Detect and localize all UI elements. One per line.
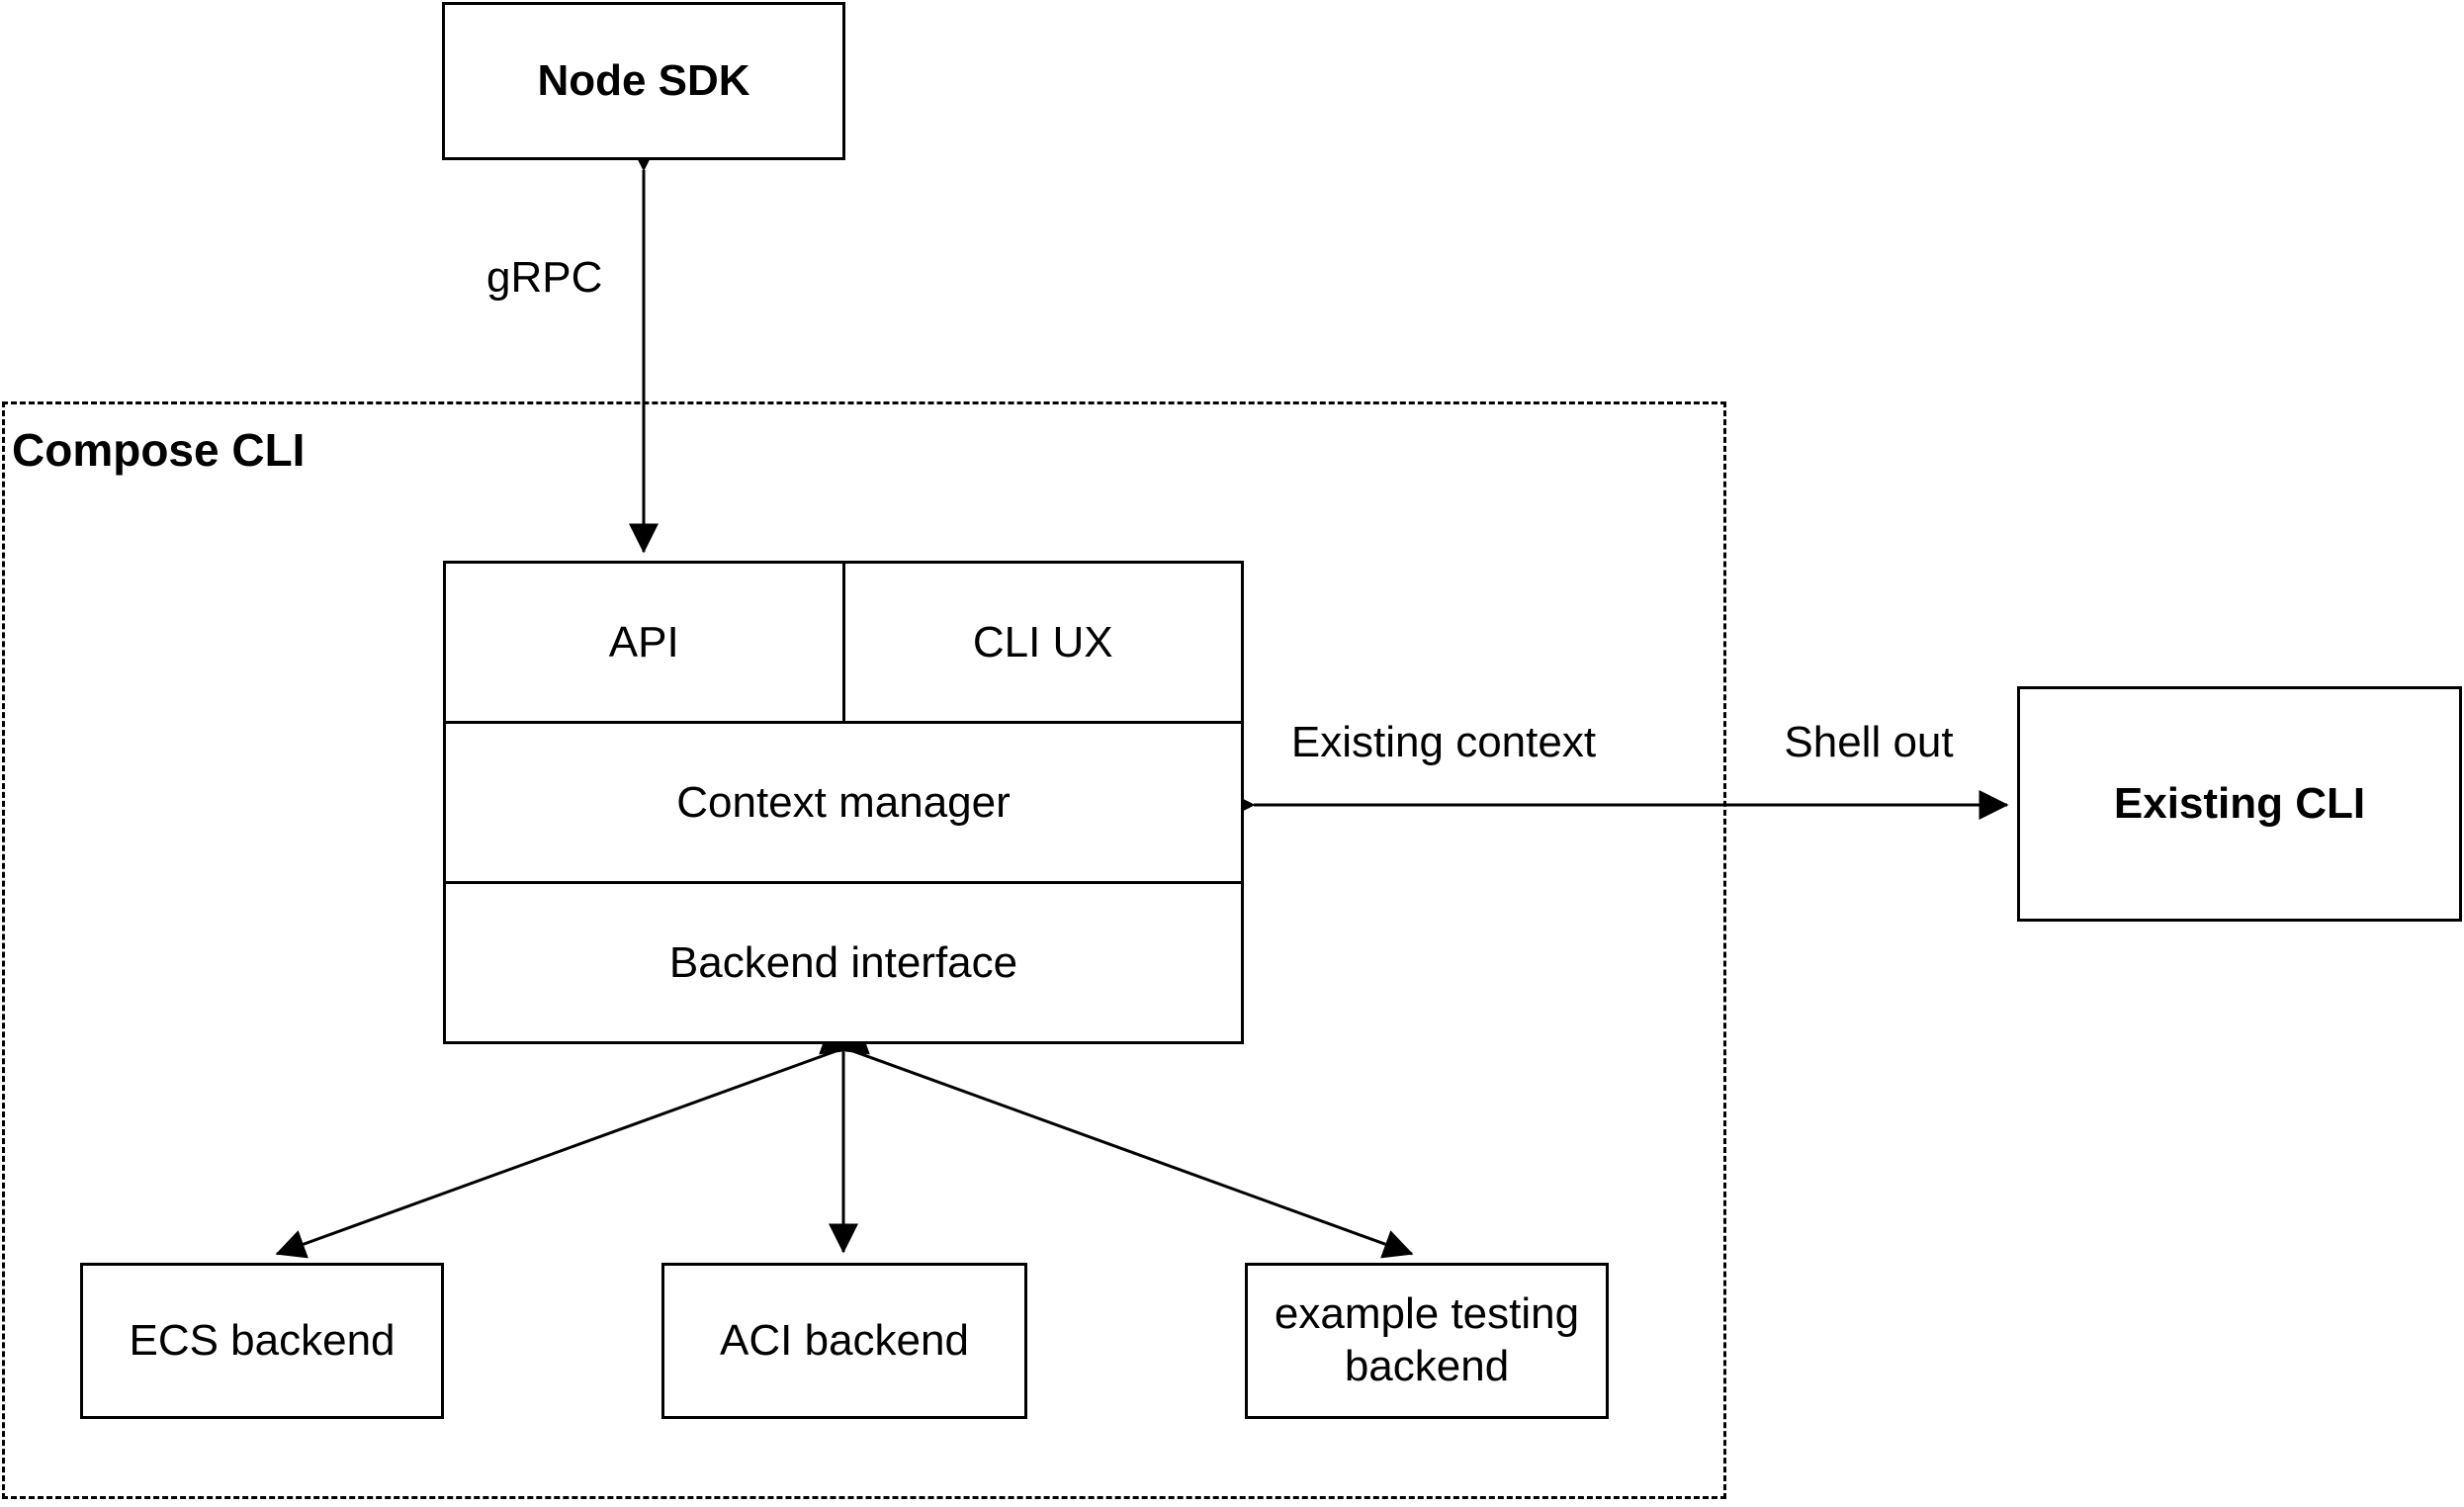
existing-cli-label: Existing CLI xyxy=(2113,778,2366,828)
backend-interface-label: Backend interface xyxy=(668,937,1018,987)
stack-middle-row: Context manager xyxy=(446,721,1241,881)
stack-bottom-row: Backend interface xyxy=(446,881,1241,1041)
existing-cli-box: Existing CLI xyxy=(2017,686,2462,922)
cli-ux-box: CLI UX xyxy=(841,564,1242,721)
stack-top-row: API CLI UX xyxy=(446,564,1241,721)
example-testing-backend-label: example testing backend xyxy=(1274,1289,1580,1390)
aci-backend-label: ACI backend xyxy=(720,1315,969,1365)
ecs-backend-label: ECS backend xyxy=(129,1315,396,1365)
existing-context-edge-label: Existing context xyxy=(1290,718,1597,766)
cli-ux-label: CLI UX xyxy=(972,617,1113,666)
shell-out-edge-label: Shell out xyxy=(1784,718,1954,766)
compose-cli-group xyxy=(2,401,1726,1499)
grpc-edge-label: gRPC xyxy=(486,253,603,302)
api-label: API xyxy=(608,617,679,666)
context-manager-label: Context manager xyxy=(676,777,1011,827)
backend-interface-box: Backend interface xyxy=(446,884,1241,1041)
node-sdk-box: Node SDK xyxy=(442,2,845,160)
example-testing-backend-box: example testing backend xyxy=(1245,1263,1609,1419)
aci-backend-box: ACI backend xyxy=(661,1263,1027,1419)
api-box: API xyxy=(446,564,842,721)
compose-cli-stack: API CLI UX Context manager Backend inter… xyxy=(443,561,1244,1044)
compose-cli-group-label: Compose CLI xyxy=(12,424,306,476)
node-sdk-label: Node SDK xyxy=(537,55,750,105)
ecs-backend-box: ECS backend xyxy=(80,1263,444,1419)
context-manager-box: Context manager xyxy=(446,724,1241,881)
